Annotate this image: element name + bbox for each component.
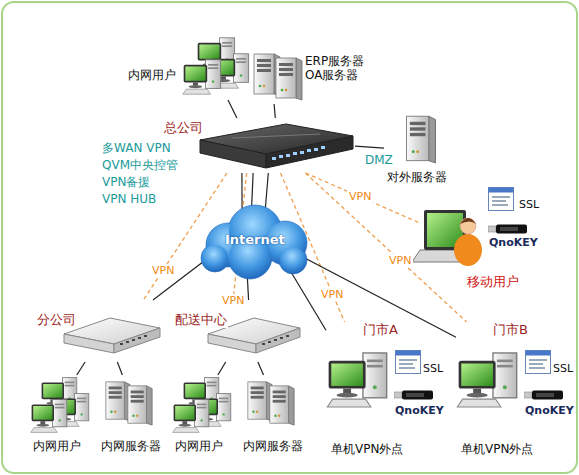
feature-note: 多WAN VPN bbox=[101, 141, 172, 155]
network-link bbox=[218, 362, 226, 375]
node-label: 配送中心 bbox=[174, 312, 228, 328]
node-label: SSL bbox=[518, 198, 540, 211]
node-label: SSL bbox=[552, 362, 574, 375]
node-label: 总公司 bbox=[163, 120, 204, 136]
node-label: SSL bbox=[422, 362, 444, 375]
feature-note: VPN HUB bbox=[101, 192, 157, 206]
network-node: 内网用户 bbox=[30, 375, 92, 457]
node-label: 内网服务器 bbox=[100, 439, 162, 453]
node-label: 内网用户 bbox=[127, 68, 177, 82]
network-node: 内网用户 bbox=[172, 375, 234, 457]
network-node: 对外服务器 bbox=[384, 112, 456, 188]
node-label: 内网用户 bbox=[174, 439, 224, 453]
node-label: QnoKEY bbox=[524, 404, 575, 417]
node-label: 单机VPN外点 bbox=[330, 442, 404, 456]
network-node: ERP服务器 OA服务器 bbox=[248, 48, 372, 104]
node-label: 门市B bbox=[492, 322, 529, 338]
network-link bbox=[298, 255, 456, 338]
network-link bbox=[228, 100, 237, 118]
node-label: 单机VPN外点 bbox=[460, 442, 534, 456]
network-node: 总公司 bbox=[160, 118, 355, 173]
link-label: VPN bbox=[319, 288, 345, 301]
node-label: 对外服务器 bbox=[386, 170, 448, 184]
node-label: Internet bbox=[224, 232, 286, 248]
node-label: ERP服务器 OA服务器 bbox=[304, 54, 370, 83]
network-node: 配送中心 bbox=[172, 300, 302, 362]
network-node: Internet bbox=[212, 215, 298, 265]
network-node: 门市A SSL QnoKEY 单机VPN外点 bbox=[326, 322, 448, 462]
node-label: 分公司 bbox=[36, 312, 77, 328]
network-node: 门市B SSL QnoKEY 单机VPN外点 bbox=[456, 322, 577, 462]
node-label: 内网服务器 bbox=[242, 439, 304, 453]
link-label: VPN bbox=[150, 264, 176, 277]
node-label: 内网用户 bbox=[32, 439, 82, 453]
network-link bbox=[117, 362, 122, 375]
network-node: 内网用户 bbox=[125, 38, 250, 100]
link-label: VPN bbox=[220, 294, 246, 307]
vpn-tunnel bbox=[305, 173, 466, 322]
network-link bbox=[274, 104, 275, 118]
link-label: VPN bbox=[387, 254, 413, 267]
network-node: 内网服务器 bbox=[240, 375, 308, 457]
network-node: 分公司 bbox=[32, 300, 162, 362]
network-link bbox=[77, 362, 85, 375]
node-label: QnoKEY bbox=[394, 404, 445, 417]
network-node: 内网服务器 bbox=[98, 375, 166, 457]
feature-note: VPN备援 bbox=[101, 175, 151, 189]
vpn-tunnel bbox=[281, 173, 345, 322]
feature-note: QVM中央控管 bbox=[101, 158, 179, 172]
node-label: 门市A bbox=[362, 322, 399, 338]
node-label: 移动用户 bbox=[466, 274, 520, 290]
link-label: DMZ bbox=[363, 153, 395, 167]
network-link bbox=[258, 362, 264, 375]
node-label: QnoKEY bbox=[488, 236, 539, 249]
network-link bbox=[355, 146, 384, 148]
network-node: SSL QnoKEY 移动用户 bbox=[420, 186, 560, 294]
link-label: VPN bbox=[347, 190, 373, 203]
